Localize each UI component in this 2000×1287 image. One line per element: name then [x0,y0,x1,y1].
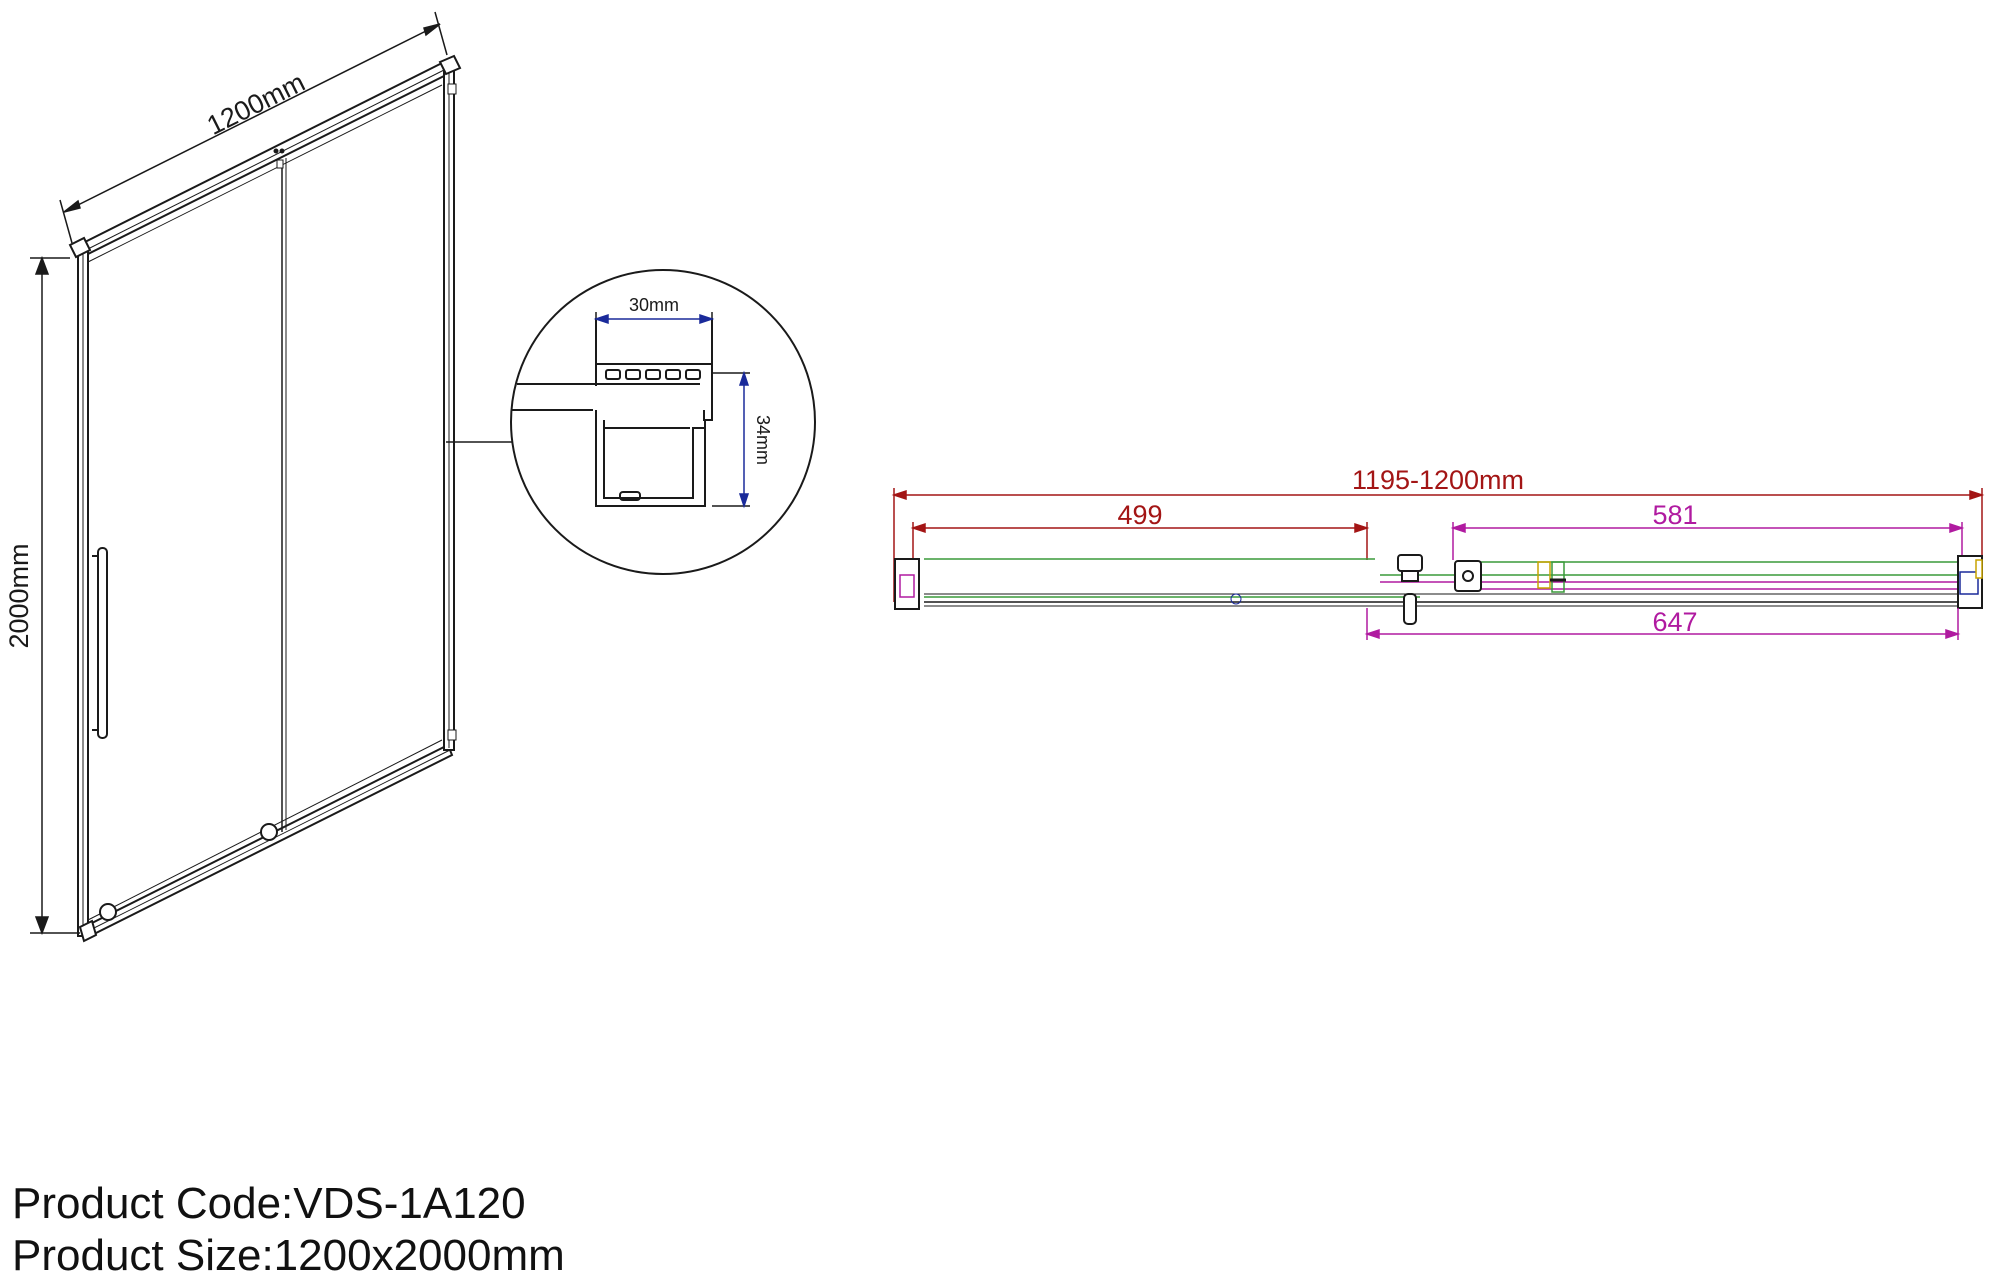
plan-opening-label: 647 [1652,607,1697,637]
door-handle [97,547,108,739]
profile-height-label: 34mm [753,415,773,465]
roller-bottom-center [260,823,278,841]
roller-bottom-left [99,903,117,921]
iso-height-label: 2000mm [4,543,34,648]
plan-total-label: 1195-1200mm [1352,465,1524,495]
iso-width-label: 1200mm [202,67,309,141]
profile-width-label: 30mm [629,295,679,315]
plan-roller-block [1454,560,1482,592]
iso-height-dimension [30,255,80,936]
plan-door-label: 581 [1652,500,1697,530]
profile-detail: 30mm 34mm [446,269,816,575]
product-code: Product Code:VDS-1A120 [12,1179,526,1228]
isometric-door-view [68,54,462,943]
iso-width-dimension [59,11,448,244]
plan-fixed-label: 499 [1117,500,1162,530]
plan-handle [1397,554,1423,572]
product-size: Product Size:1200x2000mm [12,1231,565,1280]
detail-circle [510,269,816,575]
product-info: Product Code:VDS-1A120 Product Size:1200… [12,1178,565,1282]
plan-view: 1195-1200mm 499 581 [891,465,1985,640]
